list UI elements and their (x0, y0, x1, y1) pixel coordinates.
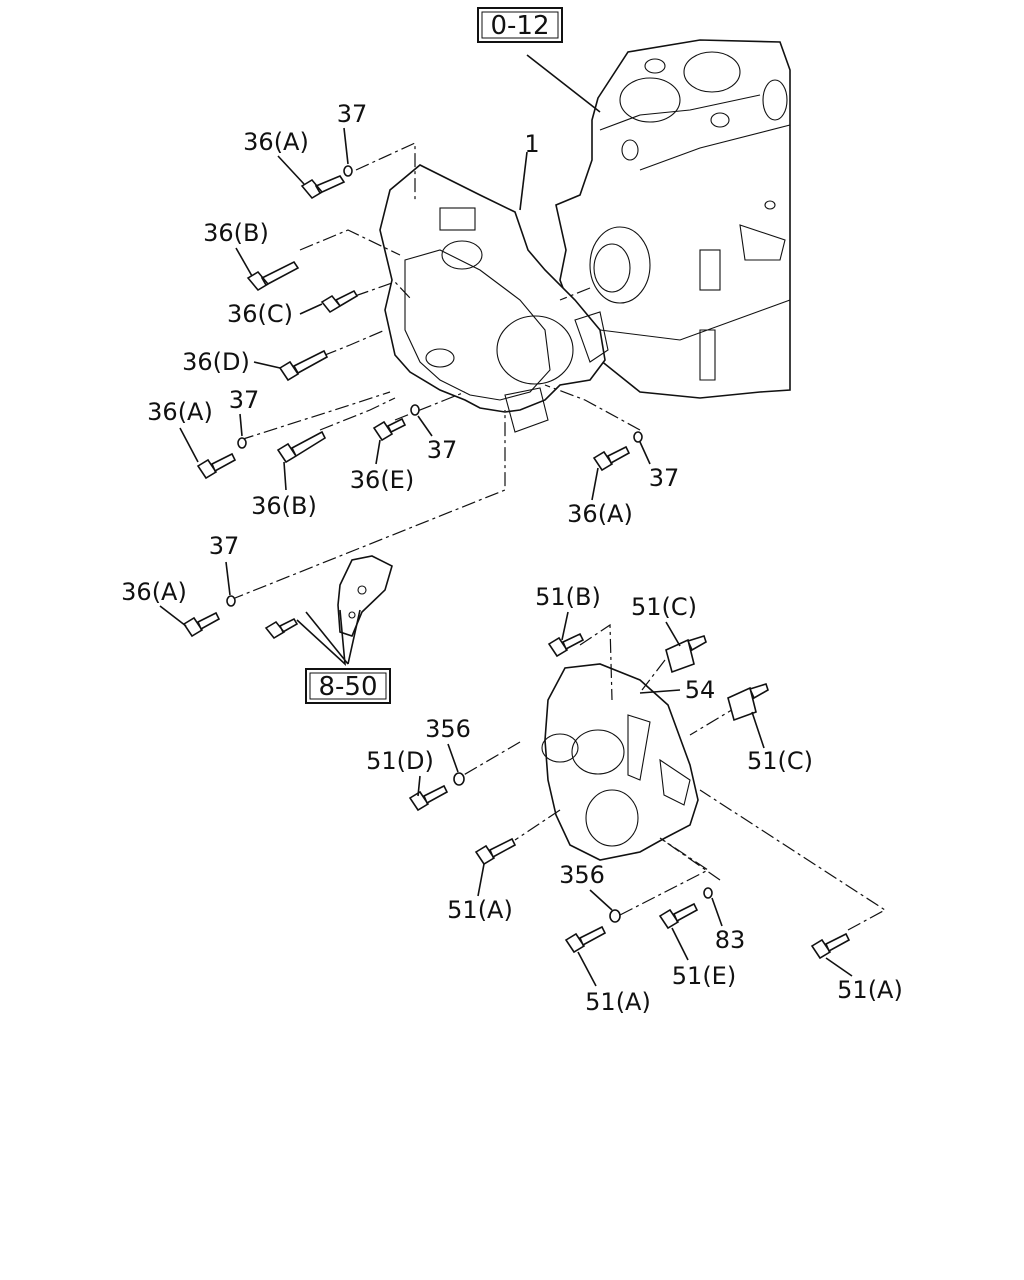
washer-356-a (453, 772, 465, 786)
washer-356-b (609, 909, 621, 923)
label-36a: 36(A) (243, 128, 309, 156)
label-36b: 36(B) (251, 492, 317, 520)
bolt-51e (658, 902, 699, 930)
leader-lines (229, 54, 887, 931)
label-54: 54 (685, 676, 716, 704)
label-356: 356 (425, 715, 471, 743)
label-51a: 51(A) (447, 896, 513, 924)
ref-box-0-12[interactable]: 0-12 (477, 7, 563, 43)
timing-case (379, 164, 609, 433)
bolt-51d (408, 784, 449, 812)
bolt-36a-right (592, 445, 631, 472)
label-1: 1 (524, 130, 539, 158)
ref-0-12-text: 0-12 (490, 11, 549, 41)
label-51a: 51(A) (837, 976, 903, 1004)
washer-37-top (343, 165, 353, 177)
washer-83 (703, 887, 713, 899)
label-37: 37 (337, 100, 368, 128)
label-51a: 51(A) (585, 988, 651, 1016)
washer-37-left (237, 437, 247, 449)
front-cover (541, 663, 699, 861)
bolt-36b-left (276, 430, 327, 464)
label-51c: 51(C) (747, 747, 813, 775)
washer-37-mid (410, 404, 420, 416)
ref-box-8-50[interactable]: 8-50 (305, 668, 391, 704)
bolt-51a-bottom (564, 925, 607, 954)
bolt-51b (547, 632, 585, 658)
bolt-36a-top (300, 175, 346, 200)
engine-block (555, 39, 791, 399)
callout-labels: 1 37 36(A) 36(B) 36(C) 36(D) 36(A) 37 36… (121, 100, 903, 1016)
label-51e: 51(E) (672, 962, 736, 990)
label-leaders (159, 127, 853, 987)
label-83: 83 (715, 926, 746, 954)
ref-8-50-text: 8-50 (318, 672, 377, 702)
bolt-36c (320, 289, 359, 314)
label-51b: 51(B) (535, 583, 601, 611)
bolt-36a-bottom (182, 611, 221, 638)
bolt-51a-left (474, 837, 517, 866)
label-36a: 36(A) (567, 500, 633, 528)
bolts (182, 175, 851, 960)
label-36a: 36(A) (147, 398, 213, 426)
label-36d: 36(D) (182, 348, 250, 376)
stud-51c-upper (665, 635, 707, 674)
bolt-51a-right (810, 932, 851, 960)
bolt-36e (372, 417, 407, 442)
bolt-36a-left (196, 452, 237, 480)
label-36e: 36(E) (350, 466, 414, 494)
label-37: 37 (427, 436, 458, 464)
label-356: 356 (559, 861, 605, 889)
stud-51c-right (727, 683, 769, 722)
label-36c: 36(C) (227, 300, 293, 328)
label-37: 37 (209, 532, 240, 560)
bolt-8-50 (264, 617, 299, 640)
bolt-36b-top (246, 260, 300, 292)
washer-37-right (633, 431, 643, 443)
washers (226, 165, 713, 923)
label-37: 37 (229, 386, 260, 414)
washer-37-bottom (226, 595, 236, 607)
label-51d: 51(D) (366, 747, 434, 775)
label-37: 37 (649, 464, 680, 492)
bracket-assembly (337, 555, 393, 637)
label-51c: 51(C) (631, 593, 697, 621)
label-36a: 36(A) (121, 578, 187, 606)
bolt-36d (278, 349, 329, 382)
label-36b: 36(B) (203, 219, 269, 247)
